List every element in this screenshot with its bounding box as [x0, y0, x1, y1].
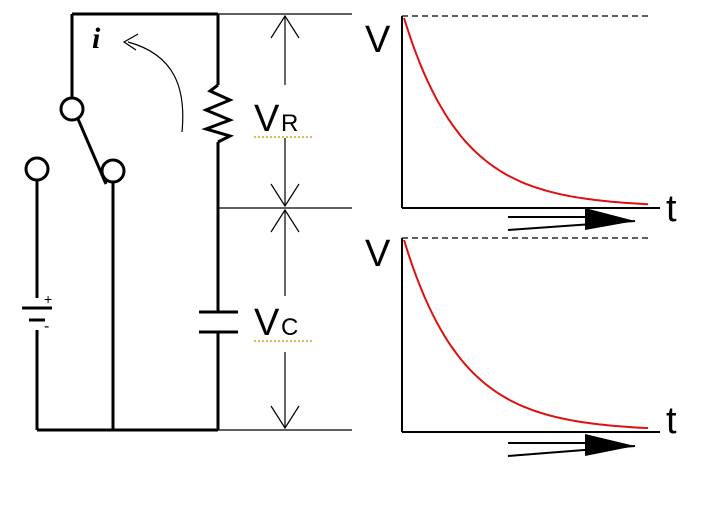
switch-blade — [76, 118, 108, 185]
switch-left-terminal — [24, 156, 50, 182]
vr-label-main: V — [254, 98, 280, 140]
graph-top-y-label: V — [365, 19, 391, 61]
graph-bottom-x-label: t — [666, 400, 677, 442]
reference-lines — [218, 13, 352, 431]
switch-common-terminal — [59, 96, 85, 122]
vr-dimension — [270, 14, 300, 208]
graph-bottom-time-arrow-head — [585, 434, 635, 456]
graph-bottom-decay-curve — [403, 239, 649, 430]
graph-top-time-arrow-head — [585, 208, 635, 230]
current-label: i — [92, 22, 101, 55]
circuit-wires — [35, 12, 220, 432]
graph-top-time-arrow-base — [507, 220, 636, 231]
switch — [24, 96, 126, 185]
vr-label-sub: R — [281, 110, 298, 137]
current-arrow-head — [122, 33, 139, 51]
resistor-symbol — [201, 83, 235, 144]
graph-bottom-time-arrow-base — [507, 445, 636, 457]
graph-top-x-label: t — [666, 188, 677, 230]
graph-top — [401, 15, 660, 231]
graph-bottom-y-label: V — [365, 233, 391, 275]
vc-dimension — [270, 208, 300, 430]
vc-label-main: V — [254, 302, 280, 344]
vc-label-sub: C — [281, 314, 298, 341]
battery-symbol — [22, 306, 52, 322]
capacitor-symbol — [199, 310, 238, 334]
battery-minus-label: - — [44, 318, 49, 335]
battery-plus-label: + — [44, 291, 52, 307]
graph-bottom — [401, 237, 660, 457]
graph-top-decay-curve — [403, 17, 649, 206]
current-arrow — [127, 41, 184, 133]
